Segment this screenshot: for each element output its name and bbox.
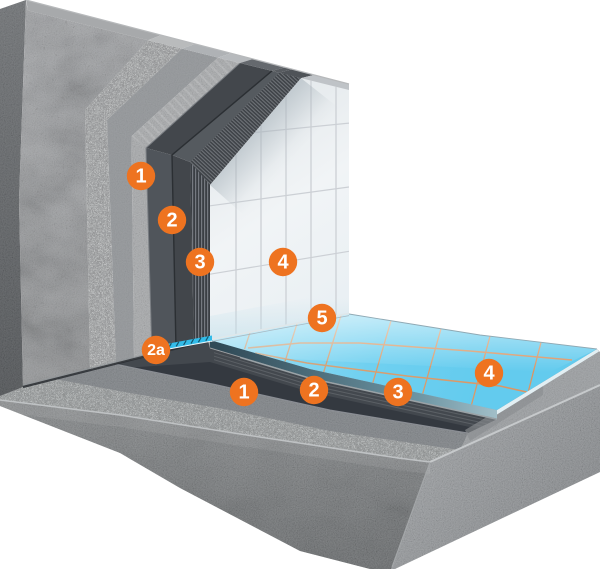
wall-base-shadow bbox=[22, 338, 211, 389]
wall-adhesive-ridges-diag bbox=[190, 72, 301, 185]
marker-wall-2: 2 bbox=[157, 205, 187, 235]
slab-front-light-band bbox=[0, 400, 430, 474]
marker-label: 5 bbox=[316, 308, 327, 330]
wall-layer-membrane-diag-2 bbox=[172, 70, 279, 162]
marker-label: 3 bbox=[392, 382, 403, 404]
marker-label: 4 bbox=[483, 363, 495, 385]
render-membrane-edge bbox=[145, 62, 241, 357]
marker-floor-1: 1 bbox=[229, 377, 259, 407]
top-render2 bbox=[218, 53, 253, 63]
marker-circle bbox=[268, 247, 298, 277]
floor-tile-right-edge bbox=[497, 349, 599, 415]
slab-corner-ridge bbox=[391, 461, 431, 568]
top-agg bbox=[148, 35, 195, 49]
top-mem bbox=[240, 59, 285, 71]
marker-floor-3: 3 bbox=[383, 377, 413, 407]
marker-circle bbox=[299, 375, 329, 405]
marker-wall-4: 4 bbox=[268, 247, 298, 277]
wall-layer-membrane-diag bbox=[146, 63, 272, 155]
membrane-crease bbox=[171, 70, 273, 350]
wall-tile-surface bbox=[210, 78, 349, 340]
marker-label: 2 bbox=[166, 210, 177, 232]
marker-label: 4 bbox=[277, 252, 289, 274]
marker-label: 2a bbox=[147, 342, 165, 359]
marker-label: 2 bbox=[308, 380, 319, 402]
floor-screed-highlight bbox=[114, 363, 469, 434]
floor-tile-back-edge bbox=[348, 313, 598, 350]
floor-tiles bbox=[210, 313, 599, 420]
marker-label: 3 bbox=[194, 252, 205, 274]
marker-circle bbox=[229, 377, 259, 407]
top-render bbox=[182, 44, 231, 58]
marker-label: 1 bbox=[135, 166, 146, 188]
concrete-slab bbox=[0, 384, 600, 569]
slab-front-edge-highlight bbox=[0, 399, 431, 463]
top-outline-highlight bbox=[25, 0, 350, 85]
top-tile bbox=[301, 74, 349, 90]
marker-wall-3: 3 bbox=[185, 247, 215, 277]
wall-render-streaks bbox=[131, 57, 240, 148]
top-concrete bbox=[26, 0, 161, 41]
marker-circle bbox=[157, 205, 187, 235]
marker-wall-1: 1 bbox=[126, 161, 156, 191]
wall-layer-membrane-2 bbox=[172, 155, 194, 349]
wall-assembly bbox=[0, 0, 349, 396]
top-mem2 bbox=[272, 67, 292, 73]
marker-label: 1 bbox=[238, 382, 249, 404]
marker-floor-2: 2 bbox=[299, 375, 329, 405]
marker-circle bbox=[383, 377, 413, 407]
floor-tile-front-edge bbox=[210, 339, 497, 419]
floor-tile-grout bbox=[210, 314, 597, 405]
slab-right-edge-highlight bbox=[429, 384, 600, 463]
marker-tape-2a: 2a bbox=[141, 335, 171, 365]
marker-circle bbox=[185, 247, 215, 277]
markers: 1 2 3 4 5 2a 1 2 3 4 bbox=[126, 161, 504, 407]
marker-joint-5: 5 bbox=[307, 303, 337, 333]
marker-circle bbox=[141, 335, 171, 365]
top-ridge bbox=[279, 69, 314, 79]
marker-floor-4: 4 bbox=[474, 358, 504, 388]
wall-layer-membrane bbox=[146, 148, 176, 356]
wall-top-cut bbox=[25, 0, 350, 90]
marker-circle bbox=[126, 161, 156, 191]
marker-circle bbox=[474, 358, 504, 388]
marker-circle bbox=[307, 303, 337, 333]
